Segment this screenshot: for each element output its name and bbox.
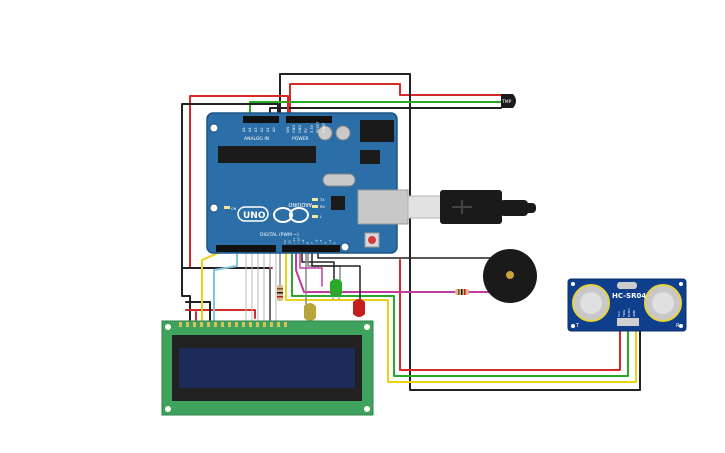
led-green[interactable] [330,279,342,300]
usb-cable[interactable] [407,190,536,224]
wire-led-red [311,249,361,301]
power-jack [360,120,394,142]
on-led [224,206,230,209]
digital-pin-label: ~10 [297,238,301,244]
power-pin-label: GND [292,125,296,133]
analog-pin-label: A4 [248,127,252,132]
wire-led-pink [299,249,323,287]
atmega-chip [218,146,316,163]
power-label: POWER [292,136,309,142]
analog-pin-label: A0 [272,127,276,132]
lcd-display[interactable] [161,320,374,416]
digital-pin-label: 2 [333,242,337,244]
tx-led [312,198,318,201]
lcd-header-pins [179,322,287,327]
arduino-board[interactable]: ANALOG IN POWER UNO ARDUINO [206,112,409,254]
wire-buzzer-magenta [295,249,457,293]
uno-label: UNO [243,211,266,221]
power-pin-label: RESET [316,121,320,133]
wire-us-yellow [285,249,637,383]
analog-pin-label: A1 [266,127,270,132]
ultrasonic-sensor[interactable]: HC-SR04 T R [567,278,687,332]
mount-hole [340,242,350,252]
ultrasonic-pin-label: TRIG [622,309,626,318]
wire-temp-gnd-black [279,73,641,391]
wire-lcd-data-bundle [245,249,277,323]
digital-pin-label: ~9 [301,239,305,244]
digital-label: DIGITAL (PWM ~) [260,232,299,238]
ultrasonic-pin-label: ECHO [627,308,631,317]
wire-temp-vcc-red [289,83,502,119]
mount-hole [209,123,219,133]
capacitor [335,125,351,141]
on-led-label: ON [231,207,237,211]
crystal [322,173,356,187]
digital-pin-label: 8 [306,242,310,244]
digital-pin-label: 13 [283,240,287,244]
power-pin-label: GND [298,125,302,133]
digital-pin-label: ~3 [328,239,332,244]
capacitor [317,125,333,141]
resistor-buzzer[interactable] [455,289,469,295]
header-digital-low [216,245,276,252]
power-pin-label: VIN [286,127,290,133]
wire-left-black [181,103,279,321]
wire-us-green [291,249,629,377]
power-pin-label: 5V [304,128,308,133]
wire-led-green [301,249,335,283]
header-analog [243,116,279,123]
voltage-regulator [360,150,380,164]
ultrasonic-r-label: R [676,323,680,329]
usb-port[interactable] [357,189,409,225]
header-power [286,116,332,123]
digital-pin-label: ~6 [315,239,319,244]
ultrasonic-t-label: T [575,323,580,329]
digital-pin-label: 12 [288,240,292,244]
rx-led [312,205,318,208]
temp-sensor[interactable]: TMP [501,94,516,108]
header-digital-high [282,245,340,252]
power-pin-label: IOREF [322,123,326,133]
usb-ic [331,196,345,210]
digital-pin-label: 7 [310,242,314,244]
analog-pin-label: A5 [242,127,246,132]
digital-pin-label: ~5 [319,239,323,244]
resistor-lcd[interactable] [277,285,283,301]
ultrasonic-pin-label: VCC [617,311,621,317]
led-red[interactable] [353,299,365,317]
ultrasonic-pin-label: GND [632,309,636,317]
piezo-buzzer[interactable] [483,249,537,303]
power-pin-label: 3.3V [310,124,314,133]
l-led-label: L [320,215,322,219]
led-yellow[interactable] [304,303,316,321]
l-led [312,215,318,218]
rx-led-label: RX [320,205,325,209]
analog-in-label: ANALOG IN [244,136,269,142]
wire-lcd-black-b [185,301,211,321]
tx-led-label: TX [319,198,325,202]
analog-pin-label: A2 [260,127,264,132]
wire-us-red [399,259,621,371]
mount-hole [209,203,219,213]
ultrasonic-label: HC-SR04 [612,292,646,300]
lcd-screen [179,348,355,388]
arduino-logo: UNO ARDUINO [237,201,312,223]
wires [181,73,641,391]
temp-sensor-label: TMP [501,99,512,105]
digital-pin-label: 4 [324,242,328,244]
arduino-brand-label: ARDUINO [288,201,312,207]
digital-pin-label: ~11 [292,238,296,244]
ultrasonic-crystal [617,282,637,289]
wire-lcd-blue [213,249,238,321]
analog-pin-label: A3 [254,127,258,132]
